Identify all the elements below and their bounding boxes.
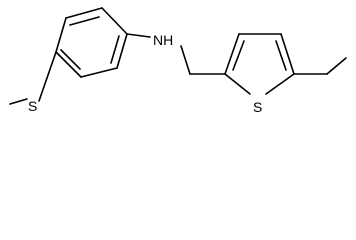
thiophene-sulfur-label: S xyxy=(253,99,262,115)
amine-label: NH xyxy=(153,32,173,48)
thiophene-ring xyxy=(224,33,295,95)
ethyl-group xyxy=(293,57,347,75)
molecule-structure: NH S S xyxy=(9,7,347,115)
thioether-sulfur-label: S xyxy=(28,98,37,114)
benzene-ring xyxy=(55,7,128,78)
methylthio-group xyxy=(9,51,57,105)
amine-linker xyxy=(126,33,226,75)
